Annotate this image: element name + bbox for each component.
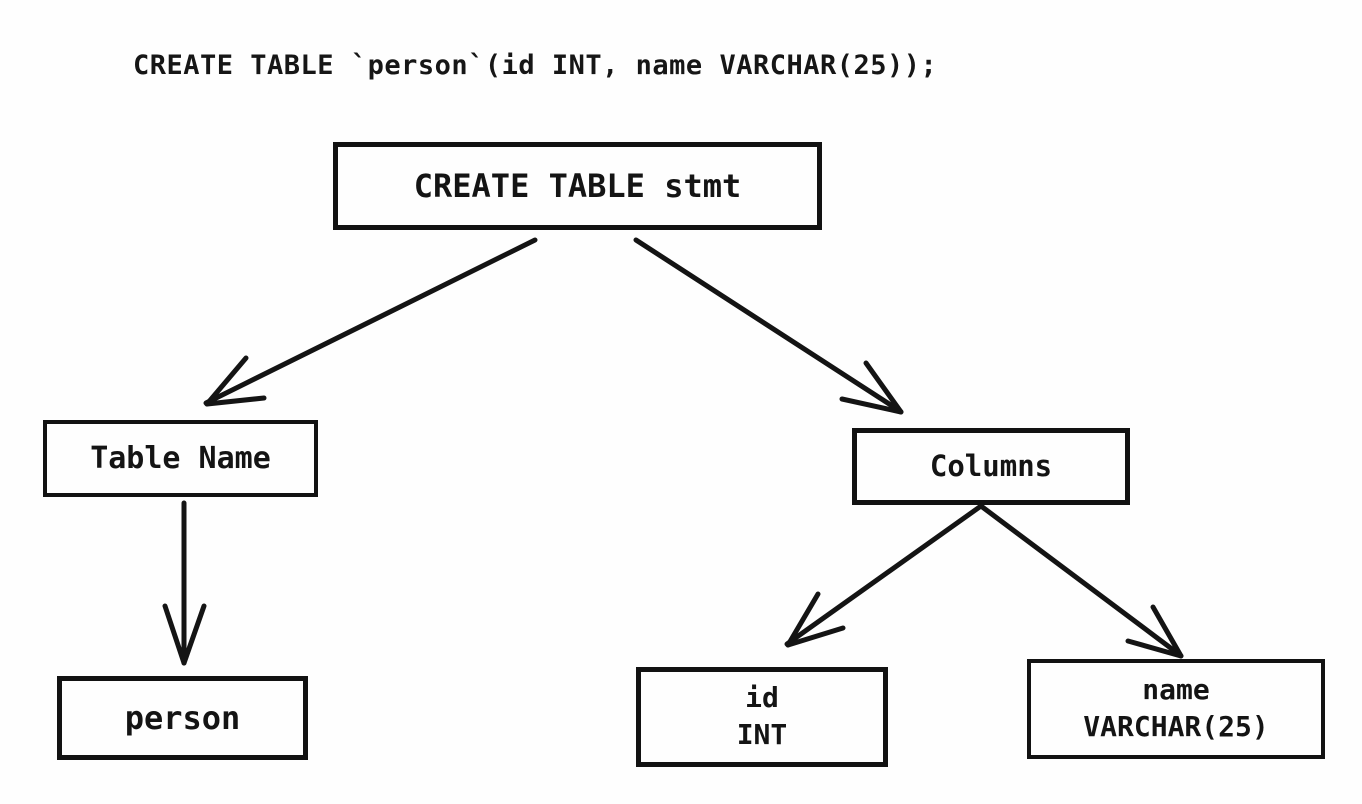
tree-node-label-line2: VARCHAR(25) (1083, 710, 1269, 743)
tree-node-person: person (57, 676, 308, 760)
edge-columns-to-col-name (978, 503, 1184, 659)
tree-node-label-line1: id (745, 681, 779, 715)
tree-node-label: CREATE TABLE stmt (413, 166, 742, 205)
tree-node-create-table-stmt: CREATE TABLE stmt (333, 142, 822, 230)
tree-node-label: Columns (929, 449, 1053, 484)
edge-table-name-to-person (162, 500, 207, 666)
tree-node-label: person (124, 698, 241, 737)
tree-node-table-name: Table Name (43, 420, 318, 497)
edge-columns-to-col-id (784, 503, 984, 648)
tree-node-label-line1: name (1142, 673, 1210, 707)
edge-root-to-columns (633, 237, 904, 415)
sql-statement-text: CREATE TABLE `person`(id INT, name VARCH… (133, 50, 938, 81)
tree-node-label-line2: INT (736, 718, 788, 751)
tree-node-column-name: name VARCHAR(25) (1027, 659, 1325, 759)
tree-node-columns: Columns (852, 428, 1130, 505)
tree-node-label: Table Name (90, 440, 271, 476)
edge-root-to-table-name (203, 237, 538, 407)
tree-node-column-id: id INT (636, 667, 888, 767)
